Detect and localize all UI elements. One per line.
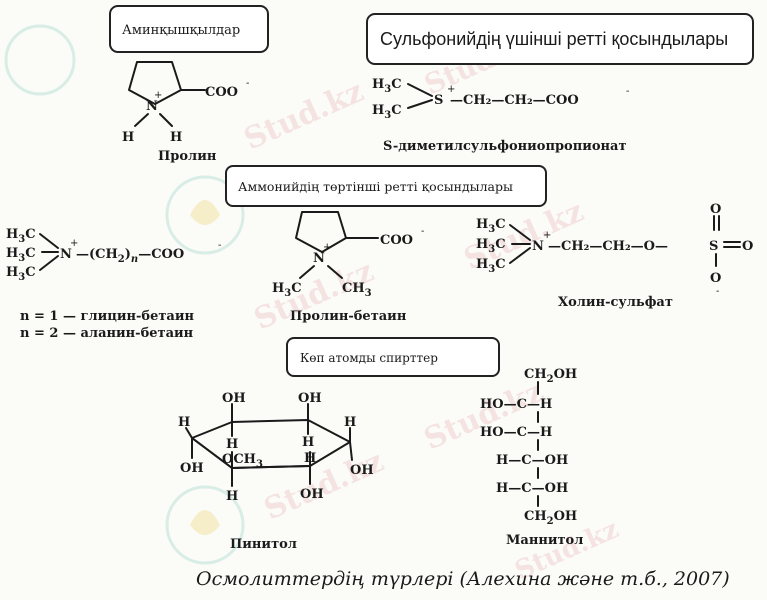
label-proline: Пролин — [158, 149, 217, 164]
svg-text:N: N — [60, 247, 72, 262]
svg-text:H: H — [226, 437, 238, 452]
svg-text:H3C: H3C — [6, 246, 36, 264]
svg-text:H3C: H3C — [372, 103, 402, 121]
watermark-logo — [4, 24, 245, 565]
svg-text:HO—C—H: HO—C—H — [480, 425, 552, 440]
svg-text:+: + — [543, 230, 551, 241]
svg-text:H: H — [226, 489, 238, 504]
svg-text:-: - — [421, 226, 424, 237]
svg-text:O: O — [710, 202, 721, 217]
choline-chain: —CH₂—CH₂—O— — [548, 239, 668, 254]
svg-text:Stud.kz: Stud.kz — [259, 444, 389, 527]
section-title-sulfonium: Сульфонийдің үшінші ретті қосындылары — [380, 29, 728, 49]
figure-caption: Осмолиттердің түрлері (Алехина және т.б.… — [196, 568, 730, 590]
svg-text:O: O — [710, 271, 721, 286]
svg-text:H3C: H3C — [6, 227, 36, 245]
svg-text:H—C—OH: H—C—OH — [496, 481, 568, 496]
svg-text:+: + — [447, 84, 455, 95]
svg-text:H: H — [344, 415, 356, 430]
structure-choline-sulfate: H3C H3C H3C N + —CH₂—CH₂—O— S O O O - Хо… — [476, 202, 753, 310]
svg-text:OH: OH — [180, 461, 204, 476]
svg-text:H: H — [302, 435, 314, 450]
svg-text:H3C: H3C — [476, 237, 506, 255]
section-box-amino-acids: Аминқышқылдар — [109, 5, 269, 53]
section-title-amino-acids: Аминқышқылдар — [122, 23, 240, 38]
svg-text:N: N — [313, 251, 325, 266]
proline-carboxylate: COO — [205, 85, 238, 100]
svg-text:+: + — [154, 90, 162, 101]
structure-dmsp: H3C H3C S + —CH₂—CH₂—COO - S-диметилсуль… — [372, 77, 629, 154]
svg-text:CH2OH: CH2OH — [524, 367, 577, 385]
svg-text:-: - — [218, 240, 221, 251]
label-glycine-betaine: n = 1 — глицин-бетаин — [20, 309, 194, 324]
svg-text:Stud.kz: Stud.kz — [419, 374, 549, 457]
svg-text:H—C—OH: H—C—OH — [496, 453, 568, 468]
svg-text:H3C: H3C — [272, 281, 302, 299]
svg-text:CH2OH: CH2OH — [524, 509, 577, 527]
svg-text:N: N — [532, 239, 544, 254]
structure-proline-betaine: COO - N + H3C CH3 Пролин-бетаин — [272, 211, 424, 324]
svg-text:H: H — [122, 130, 134, 145]
label-dmsp: S-диметилсульфониопропионат — [383, 139, 627, 154]
svg-text:S: S — [709, 239, 718, 254]
structure-betaine: H3C H3C H3C N + —(CH2)n—COO - n = 1 — гл… — [6, 227, 221, 341]
svg-text:H: H — [170, 130, 182, 145]
structure-mannitol: CH2OH HO—C—H HO—C—H H—C—OH H—C—OH CH2OH … — [480, 367, 583, 548]
svg-text:+: + — [323, 242, 331, 253]
section-box-sulfonium: Сульфонийдің үшінші ретті қосындылары — [366, 13, 754, 65]
svg-text:H3C: H3C — [372, 77, 402, 95]
svg-text:-: - — [716, 286, 719, 297]
svg-text:-: - — [626, 86, 629, 97]
svg-text:—(CH2)n—COO: —(CH2)n—COO — [76, 247, 184, 265]
svg-text:S: S — [434, 93, 443, 108]
svg-text:OH: OH — [350, 463, 374, 478]
section-title-polyols: Көп атомды спирттер — [300, 351, 438, 365]
svg-text:H: H — [178, 415, 190, 430]
svg-text:OH: OH — [300, 487, 324, 502]
svg-text:H3C: H3C — [476, 217, 506, 235]
label-choline-sulfate: Холин-сульфат — [558, 295, 673, 310]
section-box-ammonium: Аммонийдің төртінші ретті қосындылары — [225, 165, 547, 207]
svg-text:O: O — [742, 239, 753, 254]
label-alanine-betaine: n = 2 — аланин-бетаин — [20, 326, 194, 341]
svg-text:H: H — [304, 451, 316, 466]
structure-proline: COO - N + H H Пролин — [122, 61, 249, 164]
svg-text:HO—C—H: HO—C—H — [480, 397, 552, 412]
svg-text:OCH3: OCH3 — [222, 452, 263, 470]
structure-pinitol: OH OH H H H H OH OCH3 H H OH OH Пинитол — [178, 391, 374, 552]
proline-betaine-carboxylate: COO — [380, 233, 413, 248]
svg-text:-: - — [246, 78, 249, 89]
section-title-ammonium: Аммонийдің төртінші ретті қосындылары — [238, 179, 513, 194]
label-mannitol: Маннитол — [506, 533, 583, 548]
svg-text:Stud.kz: Stud.kz — [239, 74, 369, 157]
svg-text:N: N — [146, 99, 158, 114]
section-box-polyols: Көп атомды спирттер — [286, 337, 500, 377]
svg-text:OH: OH — [298, 391, 322, 406]
svg-text:+: + — [70, 238, 78, 249]
svg-text:H3C: H3C — [6, 265, 36, 283]
svg-text:H3C: H3C — [476, 257, 506, 275]
label-pinitol: Пинитол — [230, 537, 297, 552]
svg-text:OH: OH — [222, 391, 246, 406]
dmsp-chain: —CH₂—CH₂—COO — [450, 93, 579, 108]
svg-text:CH3: CH3 — [342, 281, 372, 299]
label-proline-betaine: Пролин-бетаин — [290, 309, 407, 324]
